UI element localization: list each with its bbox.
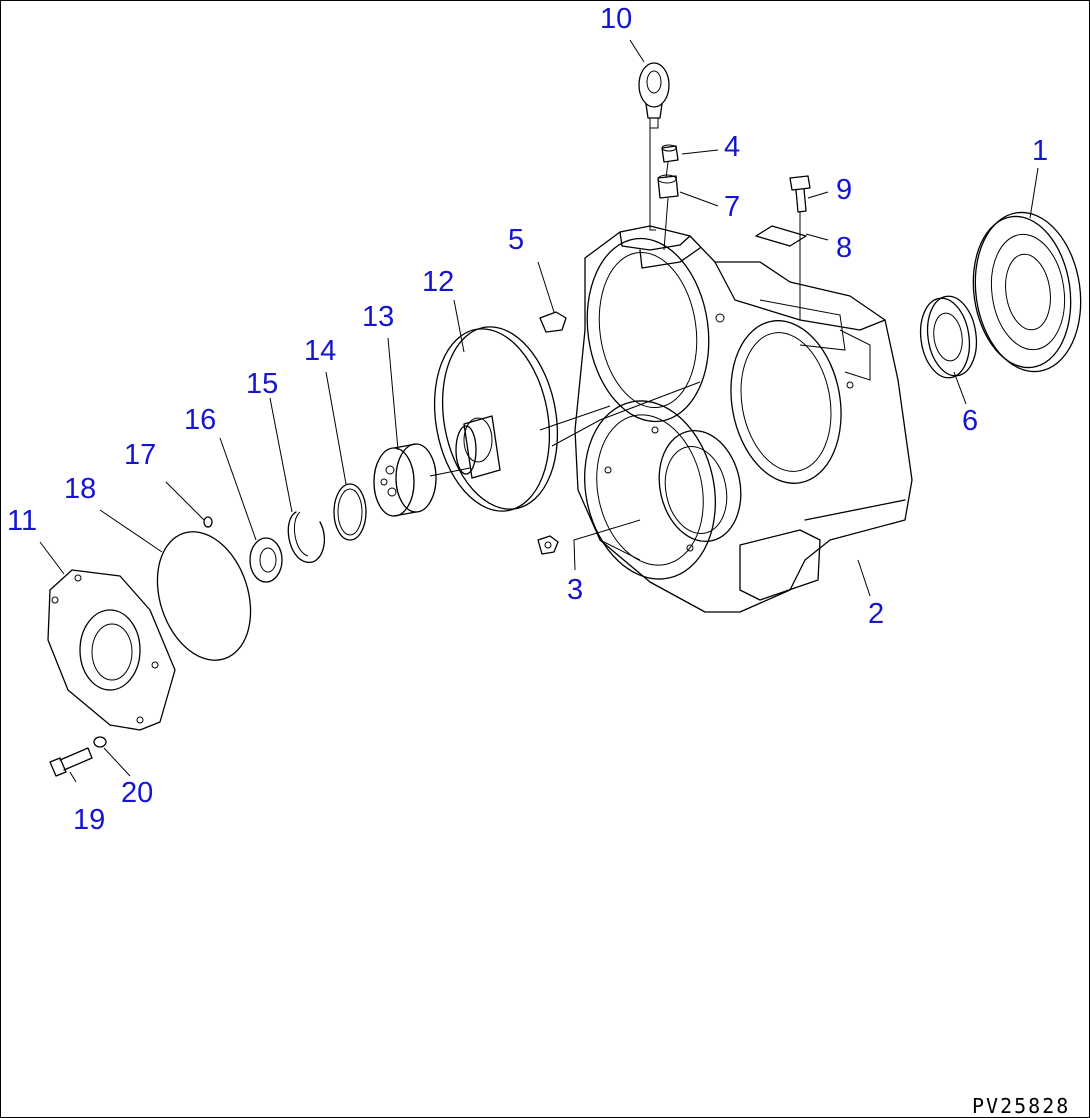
callout-5: 5: [508, 224, 525, 256]
part-10-eye-bolt: [638, 62, 670, 129]
callout-13: 13: [362, 301, 395, 333]
callout-8: 8: [836, 232, 853, 264]
callout-2: 2: [868, 598, 885, 630]
callout-7: 7: [724, 191, 741, 223]
callout-17: 17: [124, 439, 157, 471]
part-14-snap-ring: [333, 483, 367, 541]
callout-3: 3: [567, 574, 584, 606]
leader-lines: [39, 39, 1039, 783]
callout-12: 12: [422, 266, 455, 298]
part-7-plug: [657, 174, 679, 199]
callout-9: 9: [836, 174, 853, 206]
callout-10: 10: [600, 3, 633, 35]
part-4-plug: [661, 144, 679, 163]
part-5-plug: [539, 311, 567, 333]
part-17-o-ring: [203, 516, 213, 528]
callout-6: 6: [962, 405, 979, 437]
part-9-bolt: [789, 175, 811, 213]
callout-19: 19: [73, 804, 106, 836]
part-15-circlip: [287, 511, 326, 563]
callout-14: 14: [304, 335, 337, 367]
part-16-seal: [249, 537, 283, 583]
part-3-plug: [537, 535, 559, 555]
part-18-gasket: [156, 531, 252, 661]
part-8-plate: [755, 225, 807, 247]
part-1-bearing-ring: [972, 211, 1082, 373]
part-13-bearing: [373, 443, 437, 517]
callout-1: 1: [1032, 135, 1049, 167]
callout-18: 18: [64, 473, 97, 505]
callout-20: 20: [121, 777, 154, 809]
callout-15: 15: [246, 368, 279, 400]
part-12-gear: [433, 326, 559, 512]
drawing-code: PV25828: [972, 1094, 1071, 1118]
callout-16: 16: [184, 404, 217, 436]
callout-4: 4: [724, 131, 741, 163]
part-2-case: [574, 225, 913, 613]
callout-11: 11: [7, 505, 38, 537]
part-20-washer: [93, 736, 107, 748]
part-6-seal: [919, 295, 978, 379]
part-11-cover: [47, 569, 176, 731]
part-19-bolt: [49, 747, 93, 777]
